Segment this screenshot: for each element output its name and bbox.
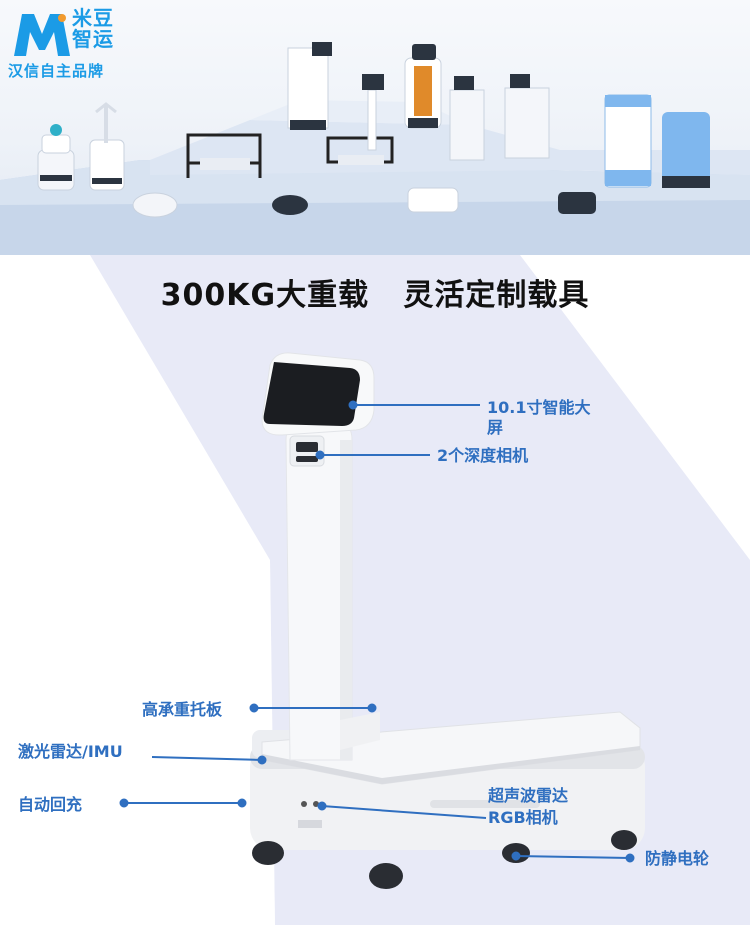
callout-depth-camera: 2个深度相机 [437, 446, 529, 465]
brand-name-line2: 智运 [72, 27, 114, 51]
callout-ultrasonic-radar: 超声波雷达 [488, 786, 569, 805]
product-screen [261, 352, 375, 467]
brand-name: 米豆 智运 [72, 8, 132, 50]
callout-tray: 高承重托板 [142, 700, 223, 719]
callout-lines [119, 400, 635, 863]
callout-lidar-imu: 激光雷达/IMU [18, 742, 123, 761]
product-pole [285, 421, 380, 761]
brand-name-line1: 米豆 [72, 6, 114, 30]
brand-tagline: 汉信自主品牌 [8, 62, 105, 80]
headline: 300KG大重载 灵活定制载具 [160, 278, 590, 313]
callout-screen-line1: 10.1寸智能大 [487, 398, 591, 417]
callout-screen-line2: 屏 [487, 418, 504, 437]
robot-lineup [37, 42, 710, 218]
callout-antistatic-wheels: 防静电轮 [645, 849, 710, 868]
callout-rgb-camera: RGB相机 [488, 808, 558, 827]
logo-m-icon [14, 14, 70, 56]
callout-screen: 10.1寸智能大 屏 [487, 398, 590, 438]
brand-logo: 米豆 智运 汉信自主品牌 [6, 4, 156, 82]
callout-auto-charge: 自动回充 [18, 795, 83, 814]
